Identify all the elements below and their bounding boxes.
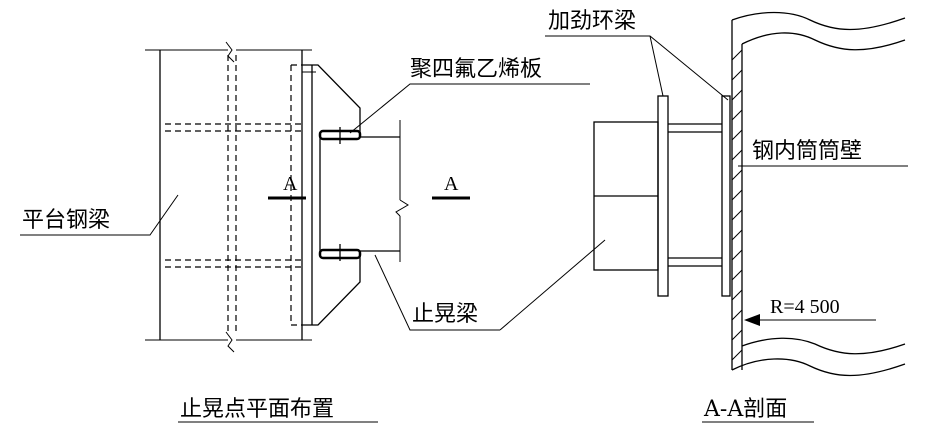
section-beam-leader [499,239,606,331]
plan-view: A A 聚四氟乙烯板 平台钢梁 止晃梁 止晃点平面布置 [20,41,590,423]
bracket-top [302,64,361,134]
inner-tube-wall-label: 钢内筒筒壁 [752,139,862,164]
anti-sway-beam-label: 止晃梁 [412,302,478,327]
ptfe-plate-label: 聚四氟乙烯板 [410,57,542,82]
ptfe-leader [349,83,590,134]
ring-beam-leader [545,35,729,101]
stiffening-ring-beam-label: 加劲环梁 [548,9,636,34]
break-symbol-top [225,41,235,63]
platform-beam-leader [20,194,179,236]
radius-label: R=4 500 [770,296,840,318]
platform-beam-label: 平台钢梁 [22,208,110,233]
tube-wall-hatch [731,49,743,361]
plan-view-title: 止晃点平面布置 [180,397,334,422]
radius-arrow [744,314,760,326]
break-symbol-bottom [225,331,235,353]
anti-sway-beam-leader [374,254,500,331]
section-end-plate [657,95,669,297]
tube-break-bottom [731,358,906,377]
section-mark-left: A [283,173,298,195]
section-mark-right: A [444,173,459,195]
tube-break-top [731,11,906,31]
section-view: 加劲环梁 钢内筒筒壁 R=4 500 A-A剖面 [499,9,908,423]
bracket-bottom [302,254,361,326]
section-view-title: A-A剖面 [703,397,787,422]
stiffening-ring-beam [721,95,731,297]
